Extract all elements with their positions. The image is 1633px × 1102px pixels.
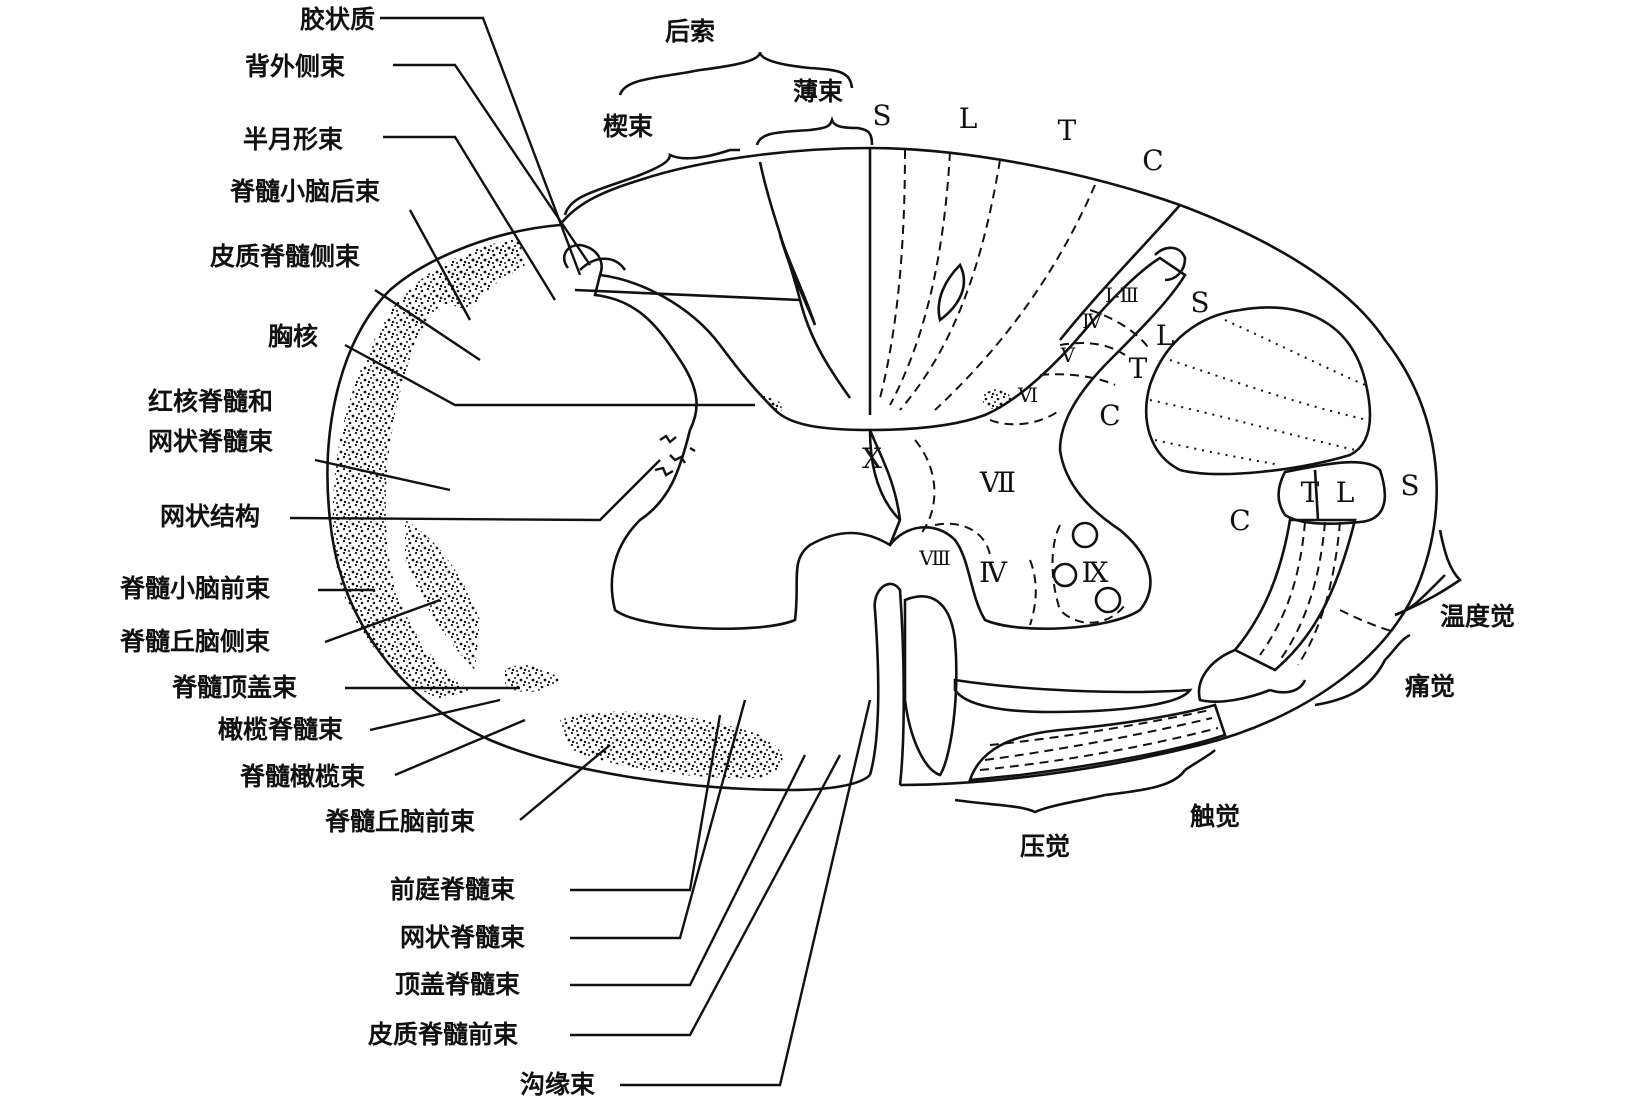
letter-horn-c: C [1099, 399, 1120, 432]
lamina-iv-dorsal: Ⅳ [1082, 309, 1103, 333]
lamina-vii: Ⅶ [979, 466, 1016, 499]
label-anterior-spinocerebellar-tract: 脊髓小脑前束 [119, 574, 271, 603]
label-semilunar-fasciculus: 半月形束 [243, 125, 344, 154]
cord-outline-left-half [326, 146, 871, 792]
lamina-i-iii: Ⅰ-Ⅲ [1105, 283, 1139, 307]
brace-gracile [755, 115, 874, 146]
letter-horn-l: L [1156, 319, 1175, 352]
label-temperature-sense: 温度觉 [1440, 602, 1515, 631]
stipple-anterior-spinothalamic [560, 711, 783, 779]
bottom-labels: 前庭脊髓束 网状脊髓束 顶盖脊髓束 皮质脊髓前束 沟缘束 [368, 875, 596, 1099]
label-reticular-formation: 网状结构 [160, 502, 260, 531]
lamina-ix: Ⅸ [1081, 556, 1108, 589]
label-dorsolateral-fasciculus: 背外侧束 [245, 52, 346, 81]
dorsal-column-segments [879, 149, 1181, 411]
anterior-median-fissure [868, 582, 906, 786]
lamina-v: Ⅴ [1060, 343, 1076, 367]
label-cuneate-fasciculus: 楔束 [603, 112, 654, 141]
label-anterior-corticospinal-tract: 皮质脊髓前束 [368, 1020, 519, 1049]
label-anterior-spinothalamic-tract: 脊髓丘脑前束 [324, 807, 476, 836]
label-gracile-fasciculus: 薄束 [793, 77, 844, 106]
right-lateral-structures [1144, 306, 1396, 703]
grey-matter-left [593, 273, 902, 630]
semilunar-fasciculus [778, 234, 817, 326]
tl-box [1277, 460, 1387, 526]
anterior-spinothalamic-right [968, 703, 1227, 782]
dorsolateral-fasciculus-right [1154, 246, 1187, 282]
letter-dorsal-l: L [959, 102, 978, 135]
label-pain-sense: 痛觉 [1405, 672, 1455, 701]
letter-lat-s: S [1400, 469, 1419, 502]
stipple-spinotectal [505, 664, 560, 692]
label-posterior-funiculus: 后索 [665, 17, 715, 46]
letter-dorsal-c: C [1142, 144, 1163, 177]
label-pressure-sense: 压觉 [1020, 832, 1070, 861]
left-labels: 胶状质 背外侧束 半月形束 脊髓小脑后束 皮质脊髓侧束 胸核 红核脊髓和 网状脊… [119, 5, 476, 836]
lamina-x: X [862, 442, 882, 475]
label-olivospinal-tract: 橄榄脊髓束 [218, 715, 344, 744]
label-gelatinous-substance: 胶状质 [300, 5, 375, 34]
lateral-corticospinal-right [1144, 306, 1372, 476]
brace-pressure [954, 793, 1106, 814]
brace-touch [1104, 769, 1187, 797]
braces [563, 51, 1463, 814]
dorsolateral-fasciculus-left [563, 243, 603, 276]
lamina-iv-ventral: Ⅳ [979, 556, 1008, 589]
label-lateral-spinothalamic-tract: 脊髓丘脑侧束 [119, 627, 271, 656]
label-sulcomarginal-fasciculus: 沟缘束 [520, 1070, 596, 1099]
gelatinous-cap-left [579, 257, 627, 271]
letter-lat-c: C [1229, 504, 1250, 537]
label-spino-olivary-tract: 脊髓橄榄束 [239, 762, 366, 791]
cord-outline [326, 146, 1438, 792]
brace-posterior-funiculus [618, 51, 854, 96]
leader-lines [289, 16, 872, 1087]
letter-dorsal-s: S [872, 99, 891, 132]
stipple-lateral-band [332, 238, 520, 700]
label-thoracic-nucleus: 胸核 [268, 322, 318, 351]
reticular-formation-marks [654, 434, 696, 477]
label-tectospinal-tract: 顶盖脊髓束 [395, 970, 521, 999]
label-touch-sense: 触觉 [1190, 802, 1240, 831]
stipple-spinothalamic [405, 520, 480, 670]
laminae-numerals: Ⅰ-Ⅲ Ⅳ Ⅴ Ⅵ Ⅶ Ⅷ Ⅳ Ⅸ X [862, 283, 1139, 589]
anterior-right-structures [903, 595, 1227, 782]
laminae-boundaries [914, 309, 1151, 626]
grey-matter-right [868, 256, 1187, 631]
anterior-corticospinal-right [903, 595, 958, 777]
label-rubrospinal-line1: 红核脊髓和 [148, 387, 273, 416]
brace-cuneate [563, 148, 740, 216]
label-rubrospinal-line2: 网状脊髓束 [148, 427, 274, 456]
letter-dorsal-t: T [1058, 114, 1077, 147]
stippled-tracts [332, 238, 1012, 779]
cord-outline-right-half [869, 146, 1438, 787]
letter-horn-s: S [1190, 286, 1209, 319]
label-reticulospinal-tract: 网状脊髓束 [400, 923, 526, 952]
segment-letters: S L T C S L T C T L S C [872, 99, 1419, 537]
letter-lat-l: L [1336, 476, 1355, 509]
letter-horn-t: T [1129, 352, 1148, 385]
spinothalamic-lateral-right [1232, 518, 1357, 672]
letter-lat-t: T [1301, 476, 1320, 509]
cuneate-gracile-boundary-left [758, 161, 852, 399]
label-spinotectal-tract: 脊髓顶盖束 [171, 673, 298, 702]
lamina-vi: Ⅵ [1017, 383, 1038, 407]
semilunar-pointer-line [574, 288, 801, 302]
label-posterior-spinocerebellar-tract: 脊髓小脑后束 [229, 177, 381, 206]
label-vestibulospinal-tract: 前庭脊髓束 [390, 875, 516, 904]
right-labels: 温度觉 痛觉 触觉 压觉 [1020, 602, 1515, 861]
lamina-viii: Ⅷ [918, 546, 951, 570]
label-lateral-corticospinal-tract: 皮质脊髓侧束 [210, 242, 361, 271]
brace-pain [1314, 633, 1411, 707]
top-labels: 后索 楔束 薄束 [603, 17, 844, 141]
